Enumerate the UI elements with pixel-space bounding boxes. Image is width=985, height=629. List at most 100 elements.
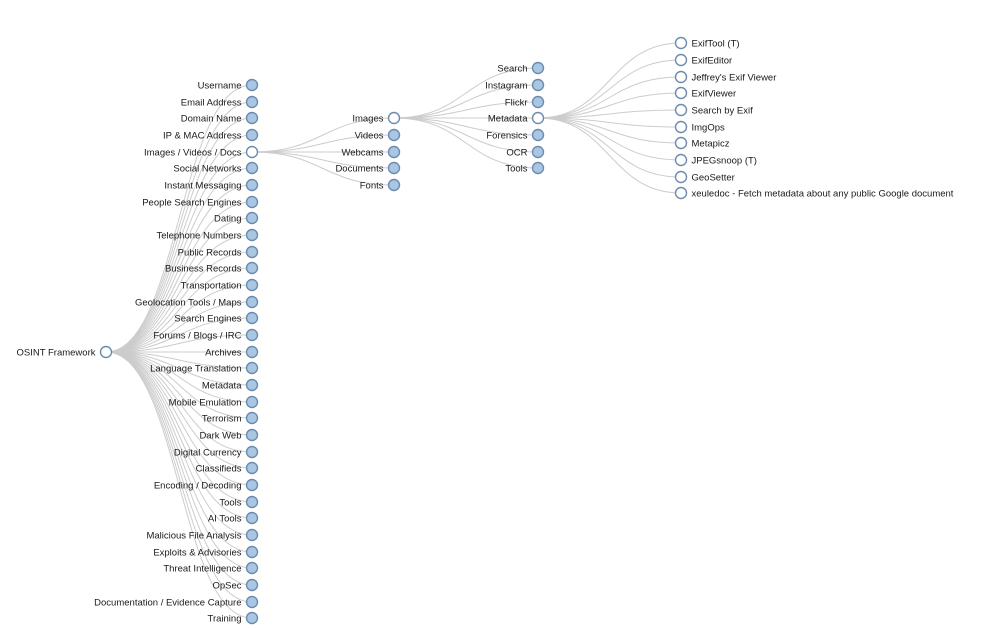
tree-node-language-translation[interactable]: Language Translation [150,361,259,375]
tree-node-exifviewer[interactable]: ExifViewer [674,86,737,100]
tree-node-documentation-evidence-capture[interactable]: Documentation / Evidence Capture [94,595,259,609]
node-toggle-circle[interactable] [674,36,688,50]
tree-node-metapicz[interactable]: Metapicz [674,136,730,150]
node-toggle-circle[interactable] [245,545,259,559]
tree-node-classifieds[interactable]: Classifieds [196,461,259,475]
tree-node-images[interactable]: Images [352,111,401,125]
node-toggle-circle[interactable] [531,128,545,142]
node-toggle-circle[interactable] [674,136,688,150]
tree-node-webcams[interactable]: Webcams [341,145,401,159]
tree-node-malicious-file-analysis[interactable]: Malicious File Analysis [146,528,259,542]
tree-node-domain-name[interactable]: Domain Name [181,111,259,125]
node-toggle-circle[interactable] [245,111,259,125]
node-toggle-circle[interactable] [674,70,688,84]
tree-node-osint-framework-root[interactable]: OSINT Framework [16,345,113,359]
node-toggle-circle[interactable] [245,461,259,475]
tree-node-imgops[interactable]: ImgOps [674,120,726,134]
node-toggle-circle[interactable] [674,53,688,67]
node-toggle-circle[interactable] [531,95,545,109]
tree-node-telephone-numbers[interactable]: Telephone Numbers [156,228,259,242]
node-toggle-circle[interactable] [245,611,259,625]
node-toggle-circle[interactable] [387,111,401,125]
node-toggle-circle[interactable] [245,345,259,359]
node-toggle-circle[interactable] [674,86,688,100]
node-toggle-circle[interactable] [99,345,113,359]
node-toggle-circle[interactable] [531,161,545,175]
node-toggle-circle[interactable] [674,120,688,134]
node-toggle-circle[interactable] [245,211,259,225]
tree-node-videos[interactable]: Videos [355,128,401,142]
tree-node-ai-tools[interactable]: AI Tools [208,511,259,525]
tree-node-exiftool-t[interactable]: ExifTool (T) [674,36,740,50]
node-toggle-circle[interactable] [387,145,401,159]
tree-node-instant-messaging[interactable]: Instant Messaging [164,178,259,192]
tree-node-exifeditor[interactable]: ExifEditor [674,53,733,67]
node-toggle-circle[interactable] [674,170,688,184]
node-toggle-circle[interactable] [245,145,259,159]
tree-node-email-address[interactable]: Email Address [181,95,259,109]
tree-node-flickr[interactable]: Flickr [505,95,545,109]
node-toggle-circle[interactable] [531,145,545,159]
tree-node-fonts[interactable]: Fonts [360,178,401,192]
node-toggle-circle[interactable] [245,478,259,492]
node-toggle-circle[interactable] [674,103,688,117]
tree-node-transportation[interactable]: Transportation [181,278,259,292]
tree-node-digital-currency[interactable]: Digital Currency [174,445,259,459]
tree-node-terrorism[interactable]: Terrorism [202,411,259,425]
tree-node-people-search-engines[interactable]: People Search Engines [142,195,259,209]
node-toggle-circle[interactable] [245,228,259,242]
tree-node-forums-blogs-irc[interactable]: Forums / Blogs / IRC [153,328,259,342]
tree-node-images-videos-docs[interactable]: Images / Videos / Docs [144,145,259,159]
tree-node-metadata[interactable]: Metadata [488,111,545,125]
node-toggle-circle[interactable] [245,311,259,325]
tree-node-ip-mac-address[interactable]: IP & MAC Address [163,128,259,142]
tree-node-social-networks[interactable]: Social Networks [173,161,259,175]
node-toggle-circle[interactable] [245,445,259,459]
node-toggle-circle[interactable] [245,295,259,309]
node-toggle-circle[interactable] [387,161,401,175]
node-toggle-circle[interactable] [245,528,259,542]
tree-node-forensics[interactable]: Forensics [486,128,545,142]
node-toggle-circle[interactable] [245,328,259,342]
tree-node-encoding-decoding[interactable]: Encoding / Decoding [154,478,259,492]
tree-node-geolocation-tools-maps[interactable]: Geolocation Tools / Maps [135,295,259,309]
node-toggle-circle[interactable] [245,578,259,592]
tree-node-public-records[interactable]: Public Records [178,245,259,259]
node-toggle-circle[interactable] [245,278,259,292]
node-toggle-circle[interactable] [245,561,259,575]
node-toggle-circle[interactable] [245,78,259,92]
node-toggle-circle[interactable] [245,261,259,275]
tree-node-opsec[interactable]: OpSec [212,578,259,592]
tree-node-threat-intelligence[interactable]: Threat Intelligence [163,561,259,575]
node-toggle-circle[interactable] [245,161,259,175]
node-toggle-circle[interactable] [245,595,259,609]
tree-node-training[interactable]: Training [208,611,259,625]
node-toggle-circle[interactable] [674,153,688,167]
node-toggle-circle[interactable] [531,61,545,75]
tree-node-search-by-exif[interactable]: Search by Exif [674,103,754,117]
node-toggle-circle[interactable] [245,245,259,259]
tree-node-tools[interactable]: Tools [219,495,259,509]
tree-node-documents[interactable]: Documents [335,161,401,175]
node-toggle-circle[interactable] [245,511,259,525]
tree-node-dark-web[interactable]: Dark Web [199,428,259,442]
tree-node-geosetter[interactable]: GeoSetter [674,170,735,184]
tree-node-tools[interactable]: Tools [505,161,545,175]
tree-node-search[interactable]: Search [497,61,545,75]
tree-node-search-engines[interactable]: Search Engines [174,311,259,325]
node-toggle-circle[interactable] [245,361,259,375]
tree-node-xeuledoc-fetch-metadata-about-any-public-google-[interactable]: xeuledoc - Fetch metadata about any publ… [674,186,954,200]
node-toggle-circle[interactable] [245,495,259,509]
tree-node-exploits-advisories[interactable]: Exploits & Advisories [153,545,259,559]
tree-node-metadata[interactable]: Metadata [202,378,259,392]
node-toggle-circle[interactable] [245,395,259,409]
tree-node-dating[interactable]: Dating [214,211,259,225]
node-toggle-circle[interactable] [531,78,545,92]
tree-node-mobile-emulation[interactable]: Mobile Emulation [169,395,259,409]
node-toggle-circle[interactable] [245,128,259,142]
tree-node-username[interactable]: Username [198,78,259,92]
tree-node-jeffrey-s-exif-viewer[interactable]: Jeffrey's Exif Viewer [674,70,777,84]
node-toggle-circle[interactable] [245,428,259,442]
